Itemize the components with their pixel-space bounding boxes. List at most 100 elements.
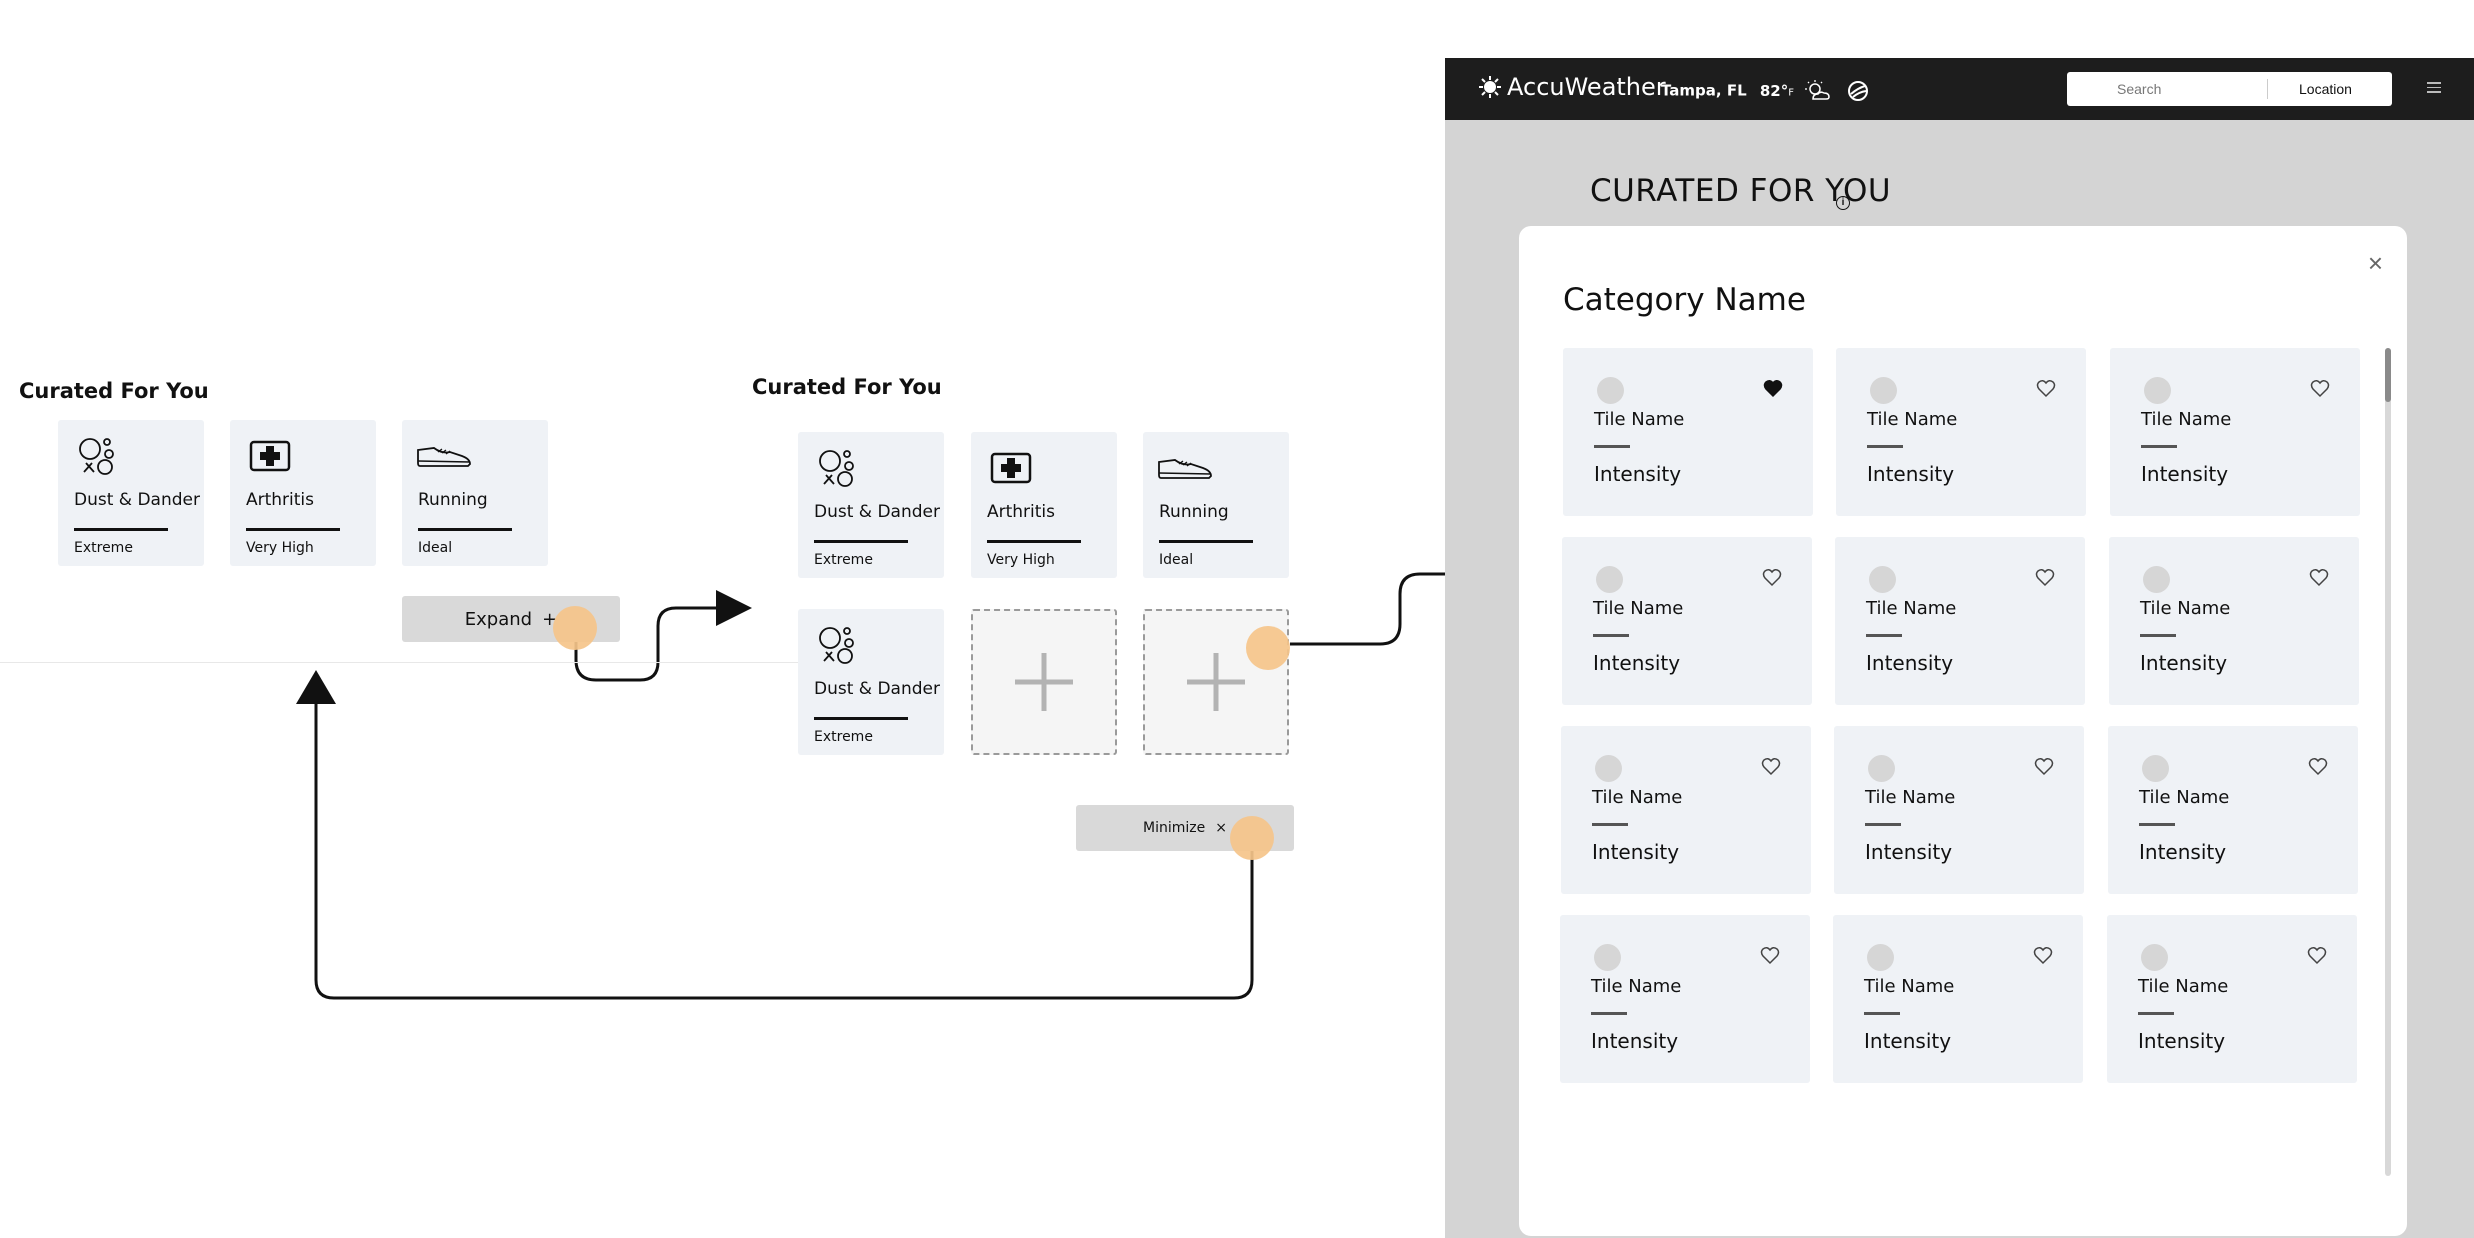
tile-intensity: Intensity — [1594, 462, 1682, 486]
brand-name: AccuWeather — [1507, 73, 1666, 101]
tile-name: Tile Name — [1592, 787, 1683, 808]
dust-dander-icon — [79, 438, 114, 475]
tile-divider — [246, 528, 340, 531]
tile-divider — [1592, 823, 1628, 826]
tile-icon-placeholder — [1868, 755, 1895, 782]
search-divider — [2267, 79, 2268, 99]
tile-divider — [2141, 445, 2177, 448]
tile-running[interactable]: Running Ideal — [402, 420, 548, 566]
tile-name: Tile Name — [1866, 598, 1957, 619]
tile-value: Ideal — [418, 540, 453, 556]
medical-cross-icon — [249, 440, 291, 472]
heart-outline-icon[interactable] — [2034, 757, 2054, 777]
tile-icon-placeholder — [2143, 566, 2170, 593]
heart-outline-icon[interactable] — [2035, 568, 2055, 588]
tile-divider — [2140, 634, 2176, 637]
tile-name: Tile Name — [1591, 976, 1682, 997]
app-screen: AccuWeather Tampa, FL 82°F Search Locati… — [1445, 58, 2474, 1238]
tile-name: Tile Name — [2138, 976, 2229, 997]
tile-divider — [2138, 1012, 2174, 1015]
accuweather-logo[interactable]: AccuWeather — [1479, 73, 1666, 101]
tile-icon-placeholder — [1595, 755, 1622, 782]
heart-outline-icon[interactable] — [2033, 946, 2053, 966]
info-icon[interactable]: i — [1836, 196, 1850, 210]
tile-value: Extreme — [74, 540, 133, 556]
tile-name: Running — [418, 490, 488, 510]
heart-outline-icon[interactable] — [2309, 568, 2329, 588]
heart-outline-icon[interactable] — [2307, 946, 2327, 966]
add-tile-slot[interactable] — [971, 609, 1117, 755]
medical-cross-icon — [990, 452, 1032, 484]
heart-outline-icon[interactable] — [1761, 757, 1781, 777]
tile-arthritis[interactable]: Arthritis Very High — [971, 432, 1117, 578]
tile-divider — [1159, 540, 1253, 543]
tile-dust-dander[interactable]: Dust & Dander Extreme — [58, 420, 204, 566]
modal-title: Category Name — [1563, 282, 1806, 318]
top-navbar: AccuWeather Tampa, FL 82°F Search Locati… — [1445, 58, 2474, 120]
tile-name: Arthritis — [246, 490, 315, 510]
tap-indicator — [553, 606, 597, 650]
tile-intensity: Intensity — [2141, 462, 2229, 486]
running-shoe-icon — [417, 447, 471, 467]
tile-intensity: Intensity — [1593, 651, 1681, 675]
heart-outline-icon[interactable] — [2308, 757, 2328, 777]
tile-name: Tile Name — [1864, 976, 1955, 997]
tile-name: Tile Name — [2141, 409, 2232, 430]
close-icon[interactable]: × — [2367, 248, 2383, 278]
heart-outline-icon[interactable] — [1762, 568, 1782, 588]
plus-icon — [1015, 653, 1073, 711]
tile-arthritis[interactable]: Arthritis Very High — [230, 420, 376, 566]
tile-icon-placeholder — [1867, 944, 1894, 971]
menu-icon[interactable] — [2427, 82, 2441, 96]
heart-filled-icon[interactable] — [1763, 379, 1783, 399]
tile-running[interactable]: Running Ideal — [1143, 432, 1289, 578]
heart-outline-icon[interactable] — [2310, 379, 2330, 399]
tile-icon-placeholder — [2144, 377, 2171, 404]
scrollbar-track[interactable] — [2385, 348, 2391, 1176]
tile-intensity: Intensity — [1592, 840, 1680, 864]
search-bar[interactable]: Search Location — [2067, 72, 2392, 106]
tile-divider — [74, 528, 168, 531]
tile-divider — [1866, 634, 1902, 637]
tile-icon-placeholder — [1596, 566, 1623, 593]
tile-divider — [1867, 445, 1903, 448]
tile-divider — [1591, 1012, 1627, 1015]
tile-divider — [1864, 1012, 1900, 1015]
tap-indicator — [1230, 816, 1274, 860]
close-icon: × — [1215, 820, 1227, 836]
tap-indicator — [1246, 626, 1290, 670]
tile-name: Dust & Dander — [814, 502, 940, 522]
tile-name: Dust & Dander — [74, 490, 200, 510]
expand-label: Expand — [464, 608, 533, 630]
scrollbar-thumb[interactable] — [2385, 348, 2391, 402]
current-location[interactable]: Tampa, FL 82°F — [1661, 80, 1870, 102]
dust-dander-icon — [819, 627, 854, 664]
heart-outline-icon[interactable] — [2036, 379, 2056, 399]
tile-divider — [1865, 823, 1901, 826]
tile-name: Dust & Dander — [814, 679, 940, 699]
search-input[interactable]: Search — [2117, 81, 2162, 97]
location-button[interactable]: Location — [2299, 81, 2352, 97]
tile-divider — [2139, 823, 2175, 826]
tile-name: Tile Name — [2140, 598, 2231, 619]
tile-dust-dander[interactable]: Dust & Dander Extreme — [798, 432, 944, 578]
heart-outline-icon[interactable] — [1760, 946, 1780, 966]
radar-icon[interactable] — [1846, 80, 1870, 102]
tile-divider — [1593, 634, 1629, 637]
tile-intensity: Intensity — [1865, 840, 1953, 864]
tile-value: Ideal — [1159, 552, 1194, 568]
tile-dust-dander[interactable]: Dust & Dander Extreme — [798, 609, 944, 755]
